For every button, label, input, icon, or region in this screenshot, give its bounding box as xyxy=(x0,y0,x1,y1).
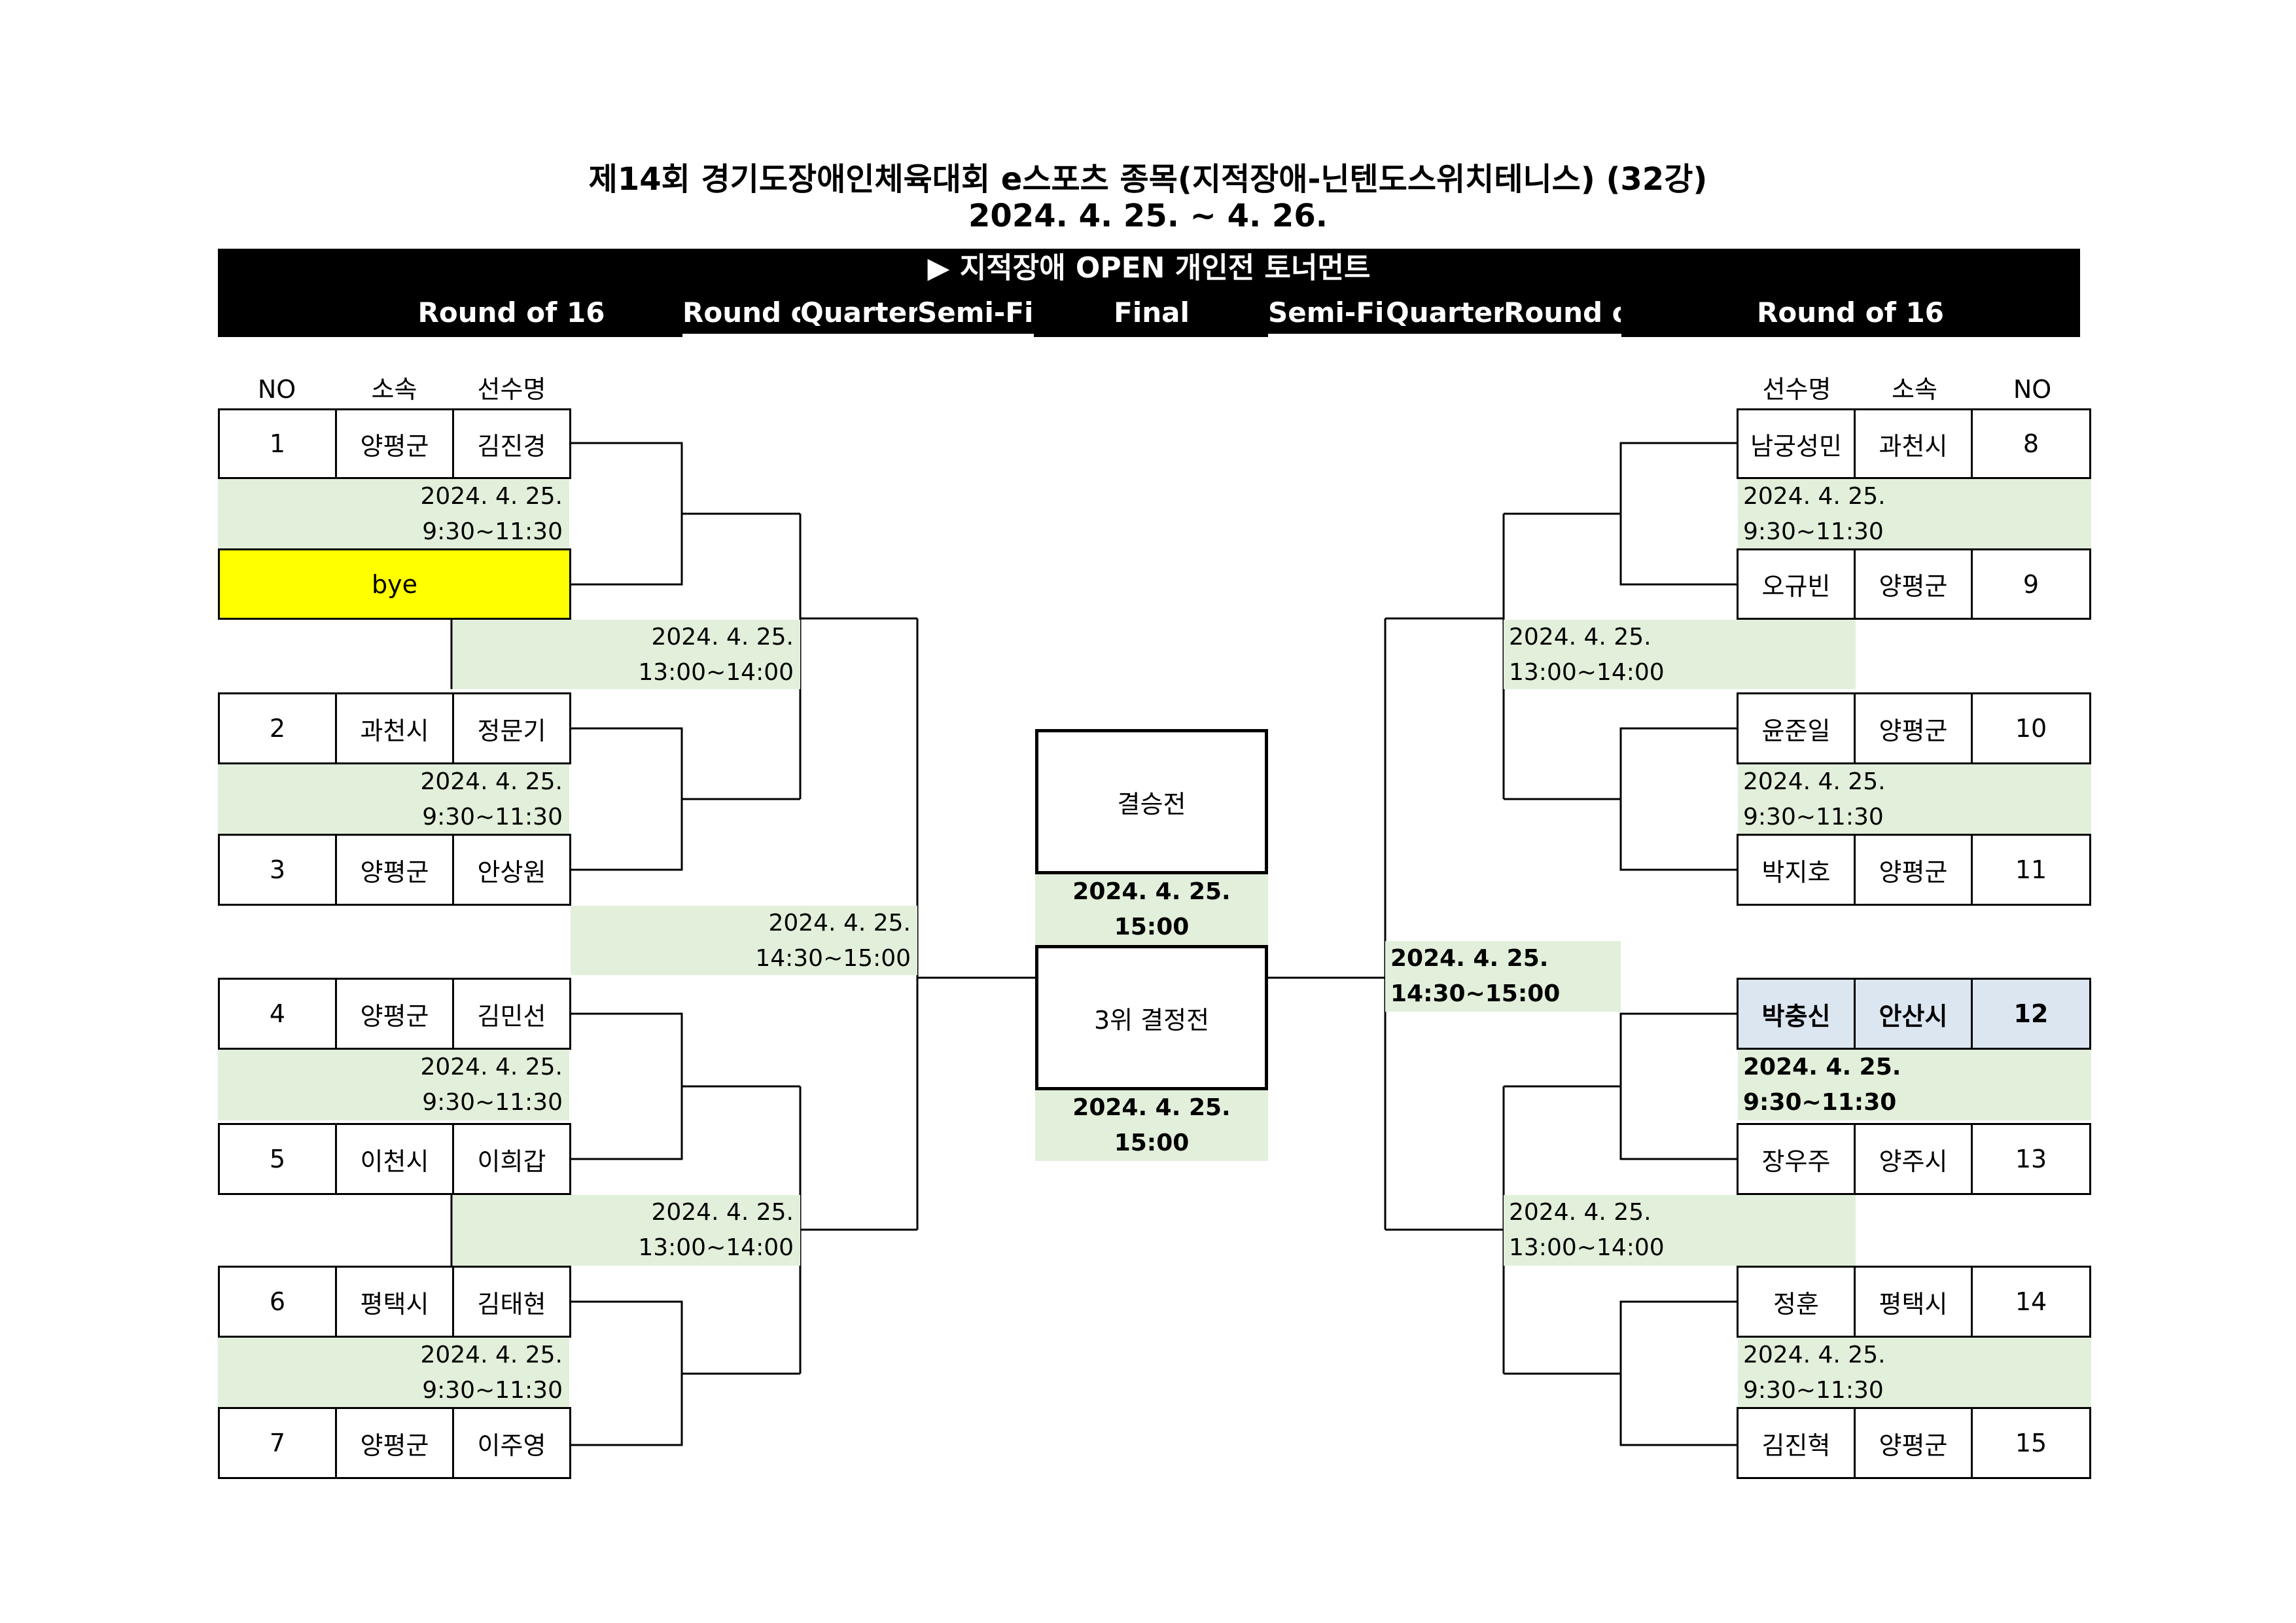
left-entry-3-team: 양평군 xyxy=(335,834,454,906)
round-label-final: Final xyxy=(1114,296,1190,329)
header-no-left: NO xyxy=(257,375,296,404)
banner-tab-left xyxy=(682,334,1034,338)
right-entry-14-no: 14 xyxy=(1971,1266,2091,1338)
right-sf-schedule: 2024. 4. 25.14:30~15:00 xyxy=(1385,941,1621,1012)
left-entry-1-team: 양평군 xyxy=(335,408,454,479)
right-qf-schedule-1: 2024. 4. 25.13:00~14:00 xyxy=(1504,620,1856,689)
left-entry-1-player: 김진경 xyxy=(452,408,571,479)
left-entry-2-team: 과천시 xyxy=(335,692,454,764)
right-entry-11-no: 11 xyxy=(1971,834,2091,906)
page-title: 제14회 경기도장애인체육대회 e스포츠 종목(지적장애-닌텐도스위치테니스) … xyxy=(588,161,1708,198)
left-entry-4-team: 양평군 xyxy=(335,978,454,1050)
left-entry-1-no: 1 xyxy=(218,408,337,479)
left-qf-schedule-1: 2024. 4. 25.13:00~14:00 xyxy=(453,620,800,689)
round-label-r32-right: Round of 32 xyxy=(1504,296,1621,329)
right-entry-12-team: 안산시 xyxy=(1854,978,1973,1050)
header-no-right: NO xyxy=(2013,375,2052,404)
right-entry-14-player: 정훈 xyxy=(1737,1266,1856,1338)
round-label-qf-left: Quarter-Final xyxy=(800,296,917,329)
right-entry-8-team: 과천시 xyxy=(1854,408,1973,479)
left-entry-3-no: 3 xyxy=(218,834,337,906)
left-r1-schedule-1: 2024. 4. 25.9:30~11:30 xyxy=(218,479,569,548)
left-r1-schedule-2: 2024. 4. 25.9:30~11:30 xyxy=(218,764,569,834)
right-entry-12-player: 박충신 xyxy=(1737,978,1856,1050)
round-label-r16-left: Round of 16 xyxy=(417,296,605,329)
left-qf-schedule-2: 2024. 4. 25.13:00~14:00 xyxy=(453,1195,800,1266)
banner-tab-right xyxy=(1268,334,1621,338)
final-box: 결승전 xyxy=(1035,729,1268,874)
left-entry-6-no: 6 xyxy=(218,1266,337,1338)
right-entry-10-no: 10 xyxy=(1971,692,2091,764)
left-entry-6-team: 평택시 xyxy=(335,1266,454,1338)
round-label-r16-right: Round of 16 xyxy=(1757,296,1944,329)
left-entry-3-player: 안상원 xyxy=(452,834,571,906)
right-entry-9-player: 오규빈 xyxy=(1737,548,1856,620)
left-entry-2-no: 2 xyxy=(218,692,337,764)
left-entry-7-team: 양평군 xyxy=(335,1407,454,1479)
right-entry-13-team: 양주시 xyxy=(1854,1123,1973,1195)
left-sf-schedule: 2024. 4. 25.14:30~15:00 xyxy=(571,906,917,975)
round-label-sf-left: Semi-Final xyxy=(917,296,1035,329)
right-entry-11-team: 양평군 xyxy=(1854,834,1973,906)
round-label-sf-right: Semi-Final xyxy=(1268,296,1386,329)
bye-slot: bye xyxy=(218,548,571,620)
right-entry-9-no: 9 xyxy=(1971,548,2091,620)
right-entry-10-team: 양평군 xyxy=(1854,692,1973,764)
left-entry-5-team: 이천시 xyxy=(335,1123,454,1195)
left-entry-5-no: 5 xyxy=(218,1123,337,1195)
left-r1-schedule-3: 2024. 4. 25.9:30~11:30 xyxy=(218,1050,569,1120)
header-team-left: 소속 xyxy=(371,375,417,404)
right-entry-13-player: 장우주 xyxy=(1737,1123,1856,1195)
right-entry-15-no: 15 xyxy=(1971,1407,2091,1479)
left-entry-4-no: 4 xyxy=(218,978,337,1050)
right-r1-schedule-1: 2024. 4. 25.9:30~11:30 xyxy=(1738,479,2091,548)
header-player-left: 선수명 xyxy=(477,375,546,404)
round-label-qf-right: Quarter-Final xyxy=(1386,296,1504,329)
left-entry-5-player: 이희갑 xyxy=(452,1123,571,1195)
round-label-r32-left: Round of 32 xyxy=(682,296,800,329)
right-entry-12-no: 12 xyxy=(1971,978,2091,1050)
right-r1-schedule-3: 2024. 4. 25.9:30~11:30 xyxy=(1738,1050,2091,1120)
final-schedule: 2024. 4. 25.15:00 xyxy=(1035,874,1268,945)
right-entry-10-player: 윤준일 xyxy=(1737,692,1856,764)
right-entry-15-team: 양평군 xyxy=(1854,1407,1973,1479)
right-r1-schedule-4: 2024. 4. 25.9:30~11:30 xyxy=(1738,1338,2091,1407)
right-qf-schedule-2: 2024. 4. 25.13:00~14:00 xyxy=(1504,1195,1856,1266)
tournament-banner xyxy=(218,249,2080,337)
right-r1-schedule-2: 2024. 4. 25.9:30~11:30 xyxy=(1738,764,2091,834)
left-entry-4-player: 김민선 xyxy=(452,978,571,1050)
banner-title: ▶ 지적장애 OPEN 개인전 토너먼트 xyxy=(927,251,1371,285)
left-entry-7-no: 7 xyxy=(218,1407,337,1479)
header-player-right: 선수명 xyxy=(1762,375,1831,404)
right-entry-15-player: 김진혁 xyxy=(1737,1407,1856,1479)
right-entry-14-team: 평택시 xyxy=(1854,1266,1973,1338)
left-entry-2-player: 정문기 xyxy=(452,692,571,764)
page-dates: 2024. 4. 25. ~ 4. 26. xyxy=(968,198,1328,234)
right-entry-9-team: 양평군 xyxy=(1854,548,1973,620)
header-team-right: 소속 xyxy=(1892,375,1937,404)
right-entry-11-player: 박지호 xyxy=(1737,834,1856,906)
left-entry-6-player: 김태현 xyxy=(452,1266,571,1338)
right-entry-8-player: 남궁성민 xyxy=(1737,408,1856,479)
right-entry-13-no: 13 xyxy=(1971,1123,2091,1195)
left-entry-7-player: 이주영 xyxy=(452,1407,571,1479)
right-entry-8-no: 8 xyxy=(1971,408,2091,479)
left-r1-schedule-4: 2024. 4. 25.9:30~11:30 xyxy=(218,1338,569,1407)
third-place-schedule: 2024. 4. 25.15:00 xyxy=(1035,1090,1268,1161)
third-place-box: 3위 결정전 xyxy=(1035,945,1268,1090)
